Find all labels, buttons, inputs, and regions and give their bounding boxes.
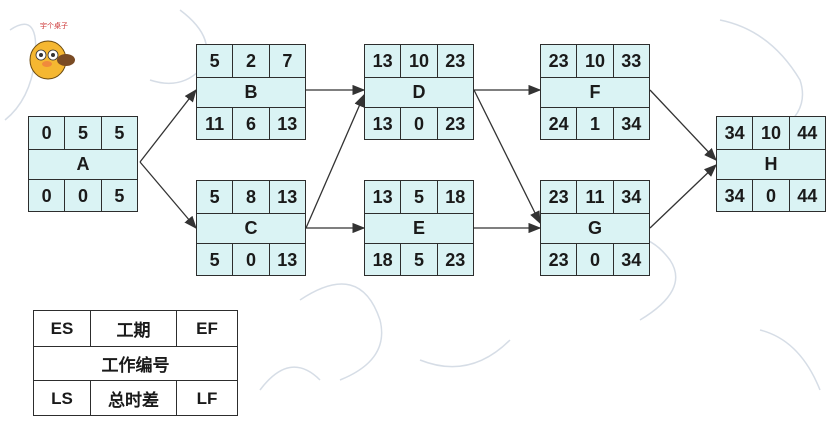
node-g-ef: 34 (621, 186, 642, 207)
node-d-ls: 13 (365, 108, 402, 140)
node-a-es: 0 (29, 117, 66, 149)
legend-es: ES (34, 311, 91, 346)
node-a-duration: 5 (65, 117, 102, 149)
node-d-label: D (412, 81, 426, 102)
node-b-ls: 11 (197, 108, 234, 140)
node-h-lf: 44 (797, 185, 818, 206)
node-a-lf: 5 (114, 185, 125, 206)
node-e-ls: 18 (365, 244, 402, 276)
node-c-duration: 8 (233, 181, 270, 213)
node-b-lf: 13 (277, 113, 298, 134)
node-g-duration: 11 (577, 181, 614, 213)
node-f-duration: 10 (577, 45, 614, 77)
node-c-ef: 13 (277, 186, 298, 207)
node-d-es: 13 (365, 45, 402, 77)
legend-ef: EF (196, 318, 218, 338)
node-h-ef: 44 (797, 122, 818, 143)
node-legend: ES 工期 EF 工作编号 LS 总时差 LF (33, 310, 238, 416)
node-a-total-float: 0 (65, 180, 102, 212)
node-f-total-float: 1 (577, 108, 614, 140)
node-e-lf: 23 (445, 249, 466, 270)
node-b-duration: 2 (233, 45, 270, 77)
node-g-total-float: 0 (577, 244, 614, 276)
node-c-ls: 5 (197, 244, 234, 276)
node-b-es: 5 (197, 45, 234, 77)
node-g-label: G (587, 217, 602, 238)
node-h-ls: 34 (717, 180, 754, 212)
node-f-es: 23 (541, 45, 578, 77)
node-b-total-float: 6 (233, 108, 270, 140)
node-f-lf: 34 (621, 113, 642, 134)
node-e-label: E (412, 217, 425, 238)
node-h-total-float: 0 (753, 180, 790, 212)
mascot-caption: 宇个桌子 (40, 21, 68, 30)
legend-duration: 工期 (91, 311, 177, 346)
legend-total-float: 总时差 (91, 381, 177, 416)
node-e-duration: 5 (401, 181, 438, 213)
node-f-label: F (589, 81, 601, 102)
node-a-ls: 0 (29, 180, 66, 212)
node-b-label: B (244, 81, 258, 102)
node-c-lf: 13 (277, 249, 298, 270)
node-d-lf: 23 (445, 113, 466, 134)
node-d-ef: 23 (445, 50, 466, 71)
legend-lf: LF (196, 388, 218, 408)
node-e-ef: 18 (445, 186, 466, 207)
node-c-total-float: 0 (233, 244, 270, 276)
node-b-ef: 7 (282, 50, 293, 71)
mascot-icon: 宇个桌子 (29, 21, 75, 80)
node-e-total-float: 5 (401, 244, 438, 276)
node-a-label: A (76, 153, 90, 174)
node-g-es: 23 (541, 181, 578, 213)
node-d-duration: 10 (401, 45, 438, 77)
node-c-label: C (244, 217, 258, 238)
node-d-total-float: 0 (401, 108, 438, 140)
legend-activity: 工作编号 (101, 355, 170, 375)
node-h-duration: 10 (753, 117, 790, 149)
node-h-label: H (764, 153, 778, 174)
node-a-ef: 5 (114, 122, 125, 143)
node-h-es: 34 (717, 117, 754, 149)
node-g-ls: 23 (541, 244, 578, 276)
node-f-ls: 24 (541, 108, 578, 140)
node-g-lf: 34 (621, 249, 642, 270)
node-f-ef: 33 (621, 50, 642, 71)
legend-ls: LS (34, 381, 91, 416)
node-e-es: 13 (365, 181, 402, 213)
node-c-es: 5 (197, 181, 234, 213)
